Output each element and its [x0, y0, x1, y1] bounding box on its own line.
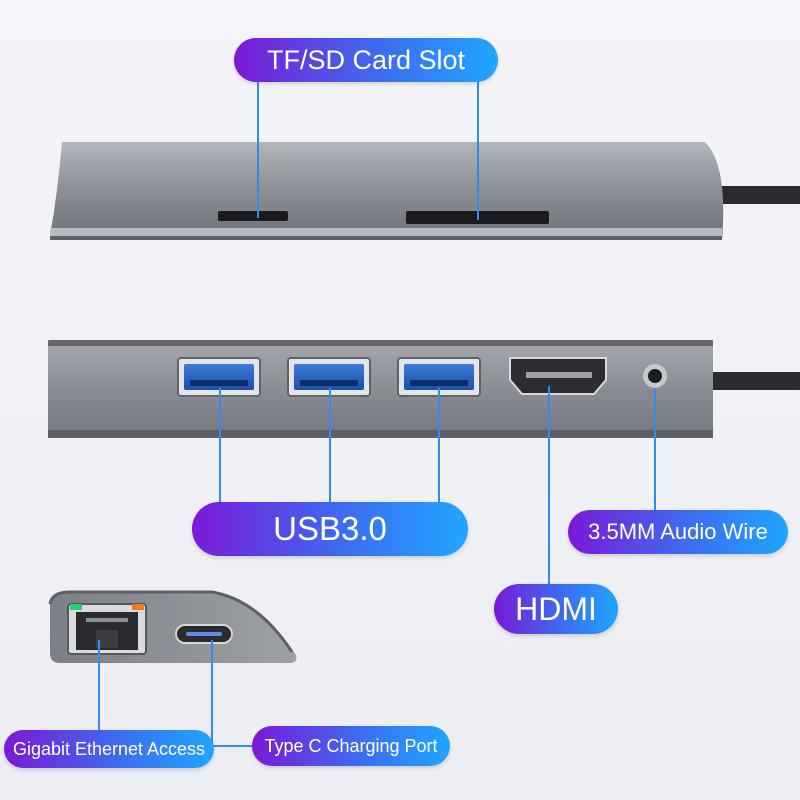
usb-leader-3 — [438, 388, 440, 502]
hub-end-view — [48, 590, 297, 663]
type-c-port — [175, 624, 233, 644]
usb-port-3 — [397, 357, 481, 397]
hdmi-label: HDMI — [494, 584, 618, 634]
hdmi-port — [509, 357, 607, 395]
tf-card-slot — [218, 211, 288, 221]
typec-leader-horizontal — [211, 745, 253, 747]
usb-port-1 — [177, 357, 261, 397]
card-slot-label: TF/SD Card Slot — [234, 38, 498, 82]
audio-label: 3.5MM Audio Wire — [568, 510, 788, 554]
hub-side-view — [48, 340, 800, 438]
cable-top — [710, 186, 800, 204]
audio-jack — [643, 364, 667, 388]
ethernet-leader — [98, 640, 100, 732]
typec-leader-vertical — [211, 640, 213, 747]
ethernet-port — [67, 603, 147, 655]
usb-label: USB3.0 — [192, 502, 468, 556]
card-slot-leader-left — [257, 78, 259, 218]
usb-leader-1 — [219, 388, 221, 502]
typec-label: Type C Charging Port — [252, 726, 450, 766]
audio-leader — [654, 388, 656, 512]
hub-top-view — [50, 142, 800, 240]
cable-side — [708, 372, 800, 390]
hdmi-leader — [548, 386, 550, 586]
ethernet-label: Gigabit Ethernet Access — [4, 730, 214, 768]
card-slot-leader-right — [477, 78, 479, 220]
usb-leader-2 — [329, 388, 331, 502]
